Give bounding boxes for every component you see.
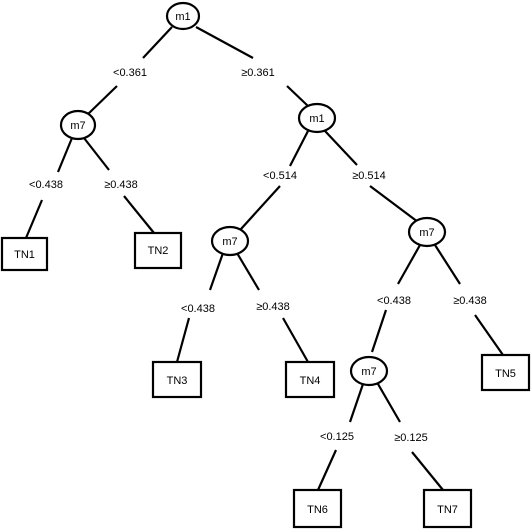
right-split-node: m1 — [297, 102, 337, 134]
right-split-left-edge-label: <0.514 — [263, 170, 297, 182]
left-split-node: m7 — [59, 109, 97, 141]
edge-left-m7-right-upper — [83, 137, 110, 171]
leaf-tn7: TN7 — [422, 488, 473, 529]
leaf-tn4-label: TN4 — [300, 375, 321, 387]
edge-right-m1-left-upper — [289, 130, 309, 167]
leaf-tn4-box — [284, 360, 336, 399]
deep-split-left-edge-label: <0.125 — [320, 431, 354, 443]
edge-mid-m7-left-lower — [175, 317, 191, 363]
edge-left-m7-right-lower — [123, 195, 155, 234]
mid-split-node-label: m7 — [222, 236, 237, 248]
deep-split-node-label: m7 — [361, 366, 376, 378]
edge-deep-m7-right-lower — [411, 451, 444, 491]
right-split-node-ellipse — [297, 102, 337, 134]
edge-right-m1-right-lower — [369, 185, 419, 223]
leaf-tn3-label: TN3 — [167, 375, 188, 387]
leaf-tn4: TN4 — [284, 360, 336, 399]
edge-root-right-upper — [195, 26, 254, 59]
right-inner-split-node: m7 — [407, 216, 447, 248]
right-inner-split-node-label: m7 — [419, 227, 434, 239]
edge-right-m7-right-lower — [474, 314, 504, 356]
root-left-edge-label: <0.361 — [113, 67, 147, 79]
edge-deep-m7-right-upper — [377, 383, 401, 423]
leaf-tn6-box — [292, 488, 343, 529]
edge-root-left-upper — [142, 26, 173, 59]
edge-mid-m7-right-upper — [236, 252, 260, 291]
left-split-node-label: m7 — [70, 120, 85, 132]
leaf-tn3-box — [151, 360, 203, 399]
edge-deep-m7-left-lower — [316, 449, 338, 491]
edge-right-m1-right-upper — [324, 130, 358, 166]
leaf-tn5-label: TN5 — [495, 368, 516, 380]
edge-mid-m7-left-upper — [208, 252, 225, 291]
left-split-node-ellipse — [59, 109, 97, 141]
right-split-right-edge-label: ≥0.514 — [352, 170, 386, 182]
leaf-tn3: TN3 — [151, 360, 203, 399]
edge-right-m7-left-upper — [397, 244, 421, 285]
deep-split-right-edge-label: ≥0.125 — [394, 432, 428, 444]
root-node-ellipse — [165, 1, 201, 31]
mid-split-node: m7 — [210, 225, 250, 257]
mid-split-left-edge-label: <0.438 — [181, 303, 215, 315]
mid-split-right-edge-label: ≥0.438 — [256, 301, 290, 313]
edge-root-right-lower — [286, 85, 309, 107]
leaf-tn6: TN6 — [292, 488, 343, 529]
leaf-tn2: TN2 — [133, 231, 183, 270]
edge-deep-m7-left-upper — [348, 383, 365, 423]
tree-edges — [24, 26, 504, 491]
leaf-tn2-box — [133, 231, 183, 270]
right-inner-split-left-edge-label: <0.438 — [377, 295, 411, 307]
left-split-left-edge-label: <0.438 — [29, 179, 63, 191]
leaf-tn5-box — [480, 353, 531, 392]
leaf-tn1-box — [0, 236, 49, 272]
edge-root-left-lower — [85, 85, 118, 117]
edge-right-m1-left-lower — [240, 185, 281, 230]
leaf-tn1: TN1 — [0, 236, 49, 272]
left-split-right-edge-label: ≥0.438 — [104, 179, 138, 191]
edge-left-m7-left-upper — [56, 137, 74, 173]
edge-right-m7-right-upper — [434, 244, 461, 285]
deep-split-node: m7 — [349, 355, 389, 387]
deep-split-node-ellipse — [349, 355, 389, 387]
right-split-node-label: m1 — [309, 113, 324, 125]
right-inner-split-node-ellipse — [407, 216, 447, 248]
root-node: m1 — [165, 1, 201, 31]
right-inner-split-right-edge-label: ≥0.438 — [453, 295, 487, 307]
leaf-tn7-label: TN7 — [437, 504, 458, 516]
edge-mid-m7-right-lower — [282, 317, 309, 363]
root-node-label: m1 — [175, 11, 190, 23]
root-right-edge-label: ≥0.361 — [241, 67, 275, 79]
leaf-tn2-label: TN2 — [148, 245, 169, 257]
edge-right-m7-left-lower — [370, 309, 388, 353]
edge-left-m7-left-lower — [24, 199, 44, 239]
leaf-tn1-label: TN1 — [14, 249, 35, 261]
mid-split-node-ellipse — [210, 225, 250, 257]
leaf-tn7-box — [422, 488, 473, 529]
leaf-tn5: TN5 — [480, 353, 531, 392]
leaf-tn6-label: TN6 — [307, 504, 328, 516]
